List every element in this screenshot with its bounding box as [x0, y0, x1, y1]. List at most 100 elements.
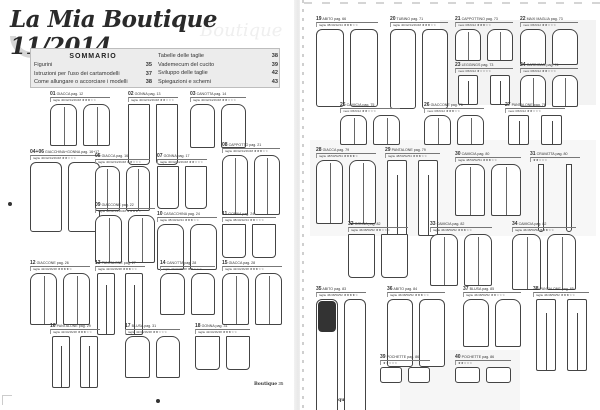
pattern-illustration — [390, 29, 448, 109]
garment-sketch — [221, 104, 246, 148]
difficulty-stars-icon: ★★★☆☆ — [184, 218, 200, 222]
difficulty-stars-icon: ★★★☆☆ — [539, 228, 555, 232]
difficulty-stars-icon: ★★★★☆ — [126, 209, 142, 213]
pattern-number: 15 — [222, 260, 228, 266]
garment-sketch — [344, 299, 366, 410]
difficulty-stars-icon: ★★☆☆☆ — [541, 23, 557, 27]
pattern-name: GONNA — [228, 212, 242, 216]
difficulty-stars-icon: ★★☆☆☆ — [159, 98, 175, 102]
garment-sketch — [52, 336, 70, 388]
pattern-number: 16 — [50, 323, 56, 329]
garment-sketch — [185, 166, 207, 209]
pattern-item[interactable]: 40 POCHETTE pag. 86 ★★☆☆☆ — [455, 355, 511, 387]
pattern-sizes: mesi 3/6/9/12 — [427, 109, 446, 113]
garment-sketch — [486, 367, 511, 383]
pattern-name: PANTALONE — [539, 287, 561, 291]
difficulty-stars-icon: ★★☆☆☆ — [375, 228, 391, 232]
pattern-sizes: mesi 3/6/9/12 — [343, 109, 362, 113]
pattern-sizes-row: mesi 3/6/9/12 ★★☆☆☆ — [505, 108, 565, 113]
pattern-item[interactable]: 31 CRAVATTA pag. 80 ★★☆☆☆ — [530, 152, 580, 232]
difficulty-stars-icon: ★★★★☆ — [343, 293, 359, 297]
pattern-sizes: taglie 38/40/42/44 — [225, 218, 249, 222]
pattern-sizes-row: taglie 46/48/50/52 ★★★☆☆ — [430, 227, 492, 232]
pattern-label: 07 GONNA pag. 17 — [157, 154, 207, 159]
pattern-number: 29 — [385, 147, 391, 153]
pattern-sizes: taglie 46/48/50/52 — [351, 228, 375, 232]
pattern-number: 36 — [387, 286, 393, 292]
pattern-sizes-row: taglie 46/48/50/52 ★★★☆☆ — [387, 292, 445, 297]
pattern-sizes: taglie 46/48/50/52 — [319, 293, 343, 297]
difficulty-stars-icon: ★★★☆☆ — [249, 267, 265, 271]
pattern-illustration — [455, 164, 521, 216]
pattern-illustration — [520, 75, 578, 107]
difficulty-stars-icon: ★★☆☆☆ — [188, 160, 204, 164]
pattern-sizes: mesi 3/6/9/12 — [458, 69, 477, 73]
difficulty-stars-icon: ★★★☆☆ — [412, 154, 428, 158]
pattern-page: pag. 71 — [411, 17, 424, 21]
pattern-page: pag. 82 — [452, 222, 465, 226]
pattern-page: pag. 28 — [243, 261, 256, 265]
difficulty-stars-icon: ★★★☆☆ — [476, 23, 492, 27]
pattern-name: GIACCONE — [36, 261, 56, 265]
pattern-sizes: taglie 46/48/50/52 — [515, 228, 539, 232]
pattern-number: 34 — [512, 221, 518, 227]
difficulty-stars-icon: ★★☆☆☆ — [361, 109, 377, 113]
pattern-illustration — [95, 215, 155, 263]
difficulty-stars-icon: ★★★☆☆ — [77, 330, 93, 334]
pattern-page: pag. 17 — [177, 154, 190, 158]
garment-sketch — [489, 75, 511, 105]
pattern-name: GIACCONE — [101, 203, 121, 207]
pattern-number: 11 — [222, 211, 228, 217]
pattern-illustration — [157, 166, 207, 216]
pattern-item[interactable]: 39 POCHETTE pag. 86 ★☆☆☆☆ — [380, 355, 430, 387]
pattern-sizes: taglie 40/42/44/46/48 — [225, 149, 254, 153]
pattern-number: 32 — [348, 221, 354, 227]
garment-sketch — [463, 299, 489, 347]
difficulty-stars-icon: ★★★★☆ — [57, 267, 73, 271]
pattern-page: pag. 31 — [215, 324, 228, 328]
